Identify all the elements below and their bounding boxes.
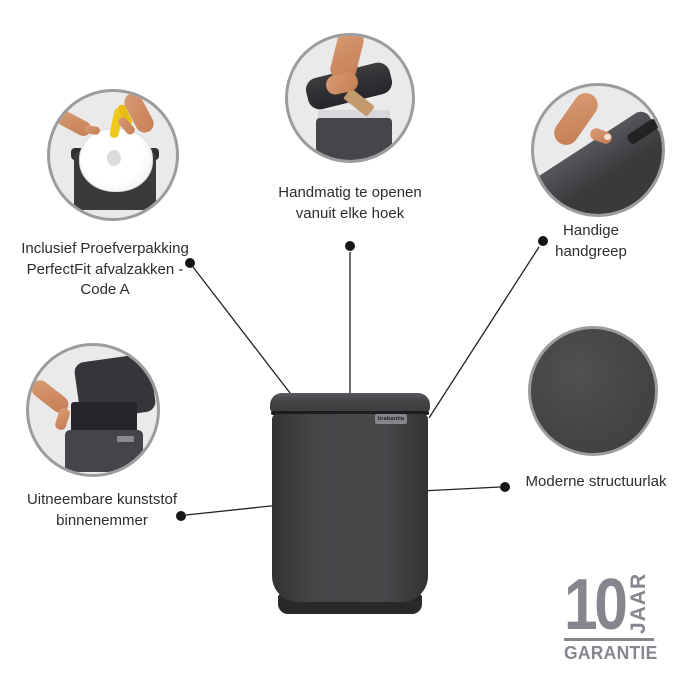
feature-photo-handle bbox=[531, 83, 665, 217]
guarantee-years: 10 bbox=[564, 565, 628, 645]
callout-open-lid: Handmatig te openen vanuit elke hoek bbox=[250, 183, 450, 224]
feature-photo-texture-finish bbox=[528, 326, 658, 456]
leader-dot-open bbox=[345, 241, 355, 251]
leader-dot-liner bbox=[176, 511, 186, 521]
guarantee-badge-top: 10 JAAR bbox=[564, 565, 666, 645]
brand-tag bbox=[117, 436, 134, 442]
leader-line-bags bbox=[192, 266, 301, 407]
callout-line: Code A bbox=[80, 281, 130, 299]
callout-line: vanuit elke hoek bbox=[295, 204, 405, 222]
bin-lid-seam bbox=[271, 411, 429, 415]
callout-line: Handige bbox=[563, 222, 619, 239]
callout-line: Inclusief Proefverpakking bbox=[21, 240, 189, 257]
inner-bucket bbox=[71, 402, 137, 434]
guarantee-unit: JAAR bbox=[627, 572, 651, 634]
leader-line-finish bbox=[420, 486, 501, 492]
small-bin bbox=[316, 118, 392, 160]
feature-photo-bags bbox=[47, 89, 179, 221]
leader-dot-finish bbox=[500, 482, 510, 492]
feature-photo-inner-bucket bbox=[26, 343, 160, 477]
callout-handle: Handige handgreep bbox=[528, 221, 654, 262]
feature-photo-open-lid bbox=[285, 33, 415, 163]
guarantee-word: GARANTIE bbox=[564, 642, 658, 663]
bag-logo-mark bbox=[107, 150, 121, 166]
leader-dot-handle bbox=[538, 236, 548, 246]
leader-line-handle bbox=[428, 246, 540, 419]
callout-inner-bucket: Uitneembare kunststof binnenemmer bbox=[8, 490, 196, 531]
callout-finish: Moderne structuurlak bbox=[516, 472, 676, 493]
callout-line: Uitneembare kunststof bbox=[26, 491, 178, 508]
callout-line: handgreep bbox=[555, 242, 627, 260]
fingernail bbox=[604, 134, 611, 140]
bin-body bbox=[272, 414, 428, 602]
guarantee-divider bbox=[564, 638, 654, 641]
guarantee-badge: 10 JAAR GARANTIE bbox=[564, 565, 666, 664]
callout-line: binnenemmer bbox=[56, 511, 148, 529]
leader-dot-bags bbox=[185, 258, 195, 268]
brand-tag: brabantia bbox=[375, 414, 407, 424]
callout-bags: Inclusief Proefverpakking PerfectFit afv… bbox=[8, 239, 202, 301]
callout-line: Handmatig te openen bbox=[278, 184, 422, 201]
bin-lid bbox=[270, 393, 430, 413]
callout-line: Moderne structuurlak bbox=[525, 473, 667, 490]
hand bbox=[54, 108, 94, 139]
callout-line: PerfectFit afvalzakken - bbox=[26, 260, 184, 278]
